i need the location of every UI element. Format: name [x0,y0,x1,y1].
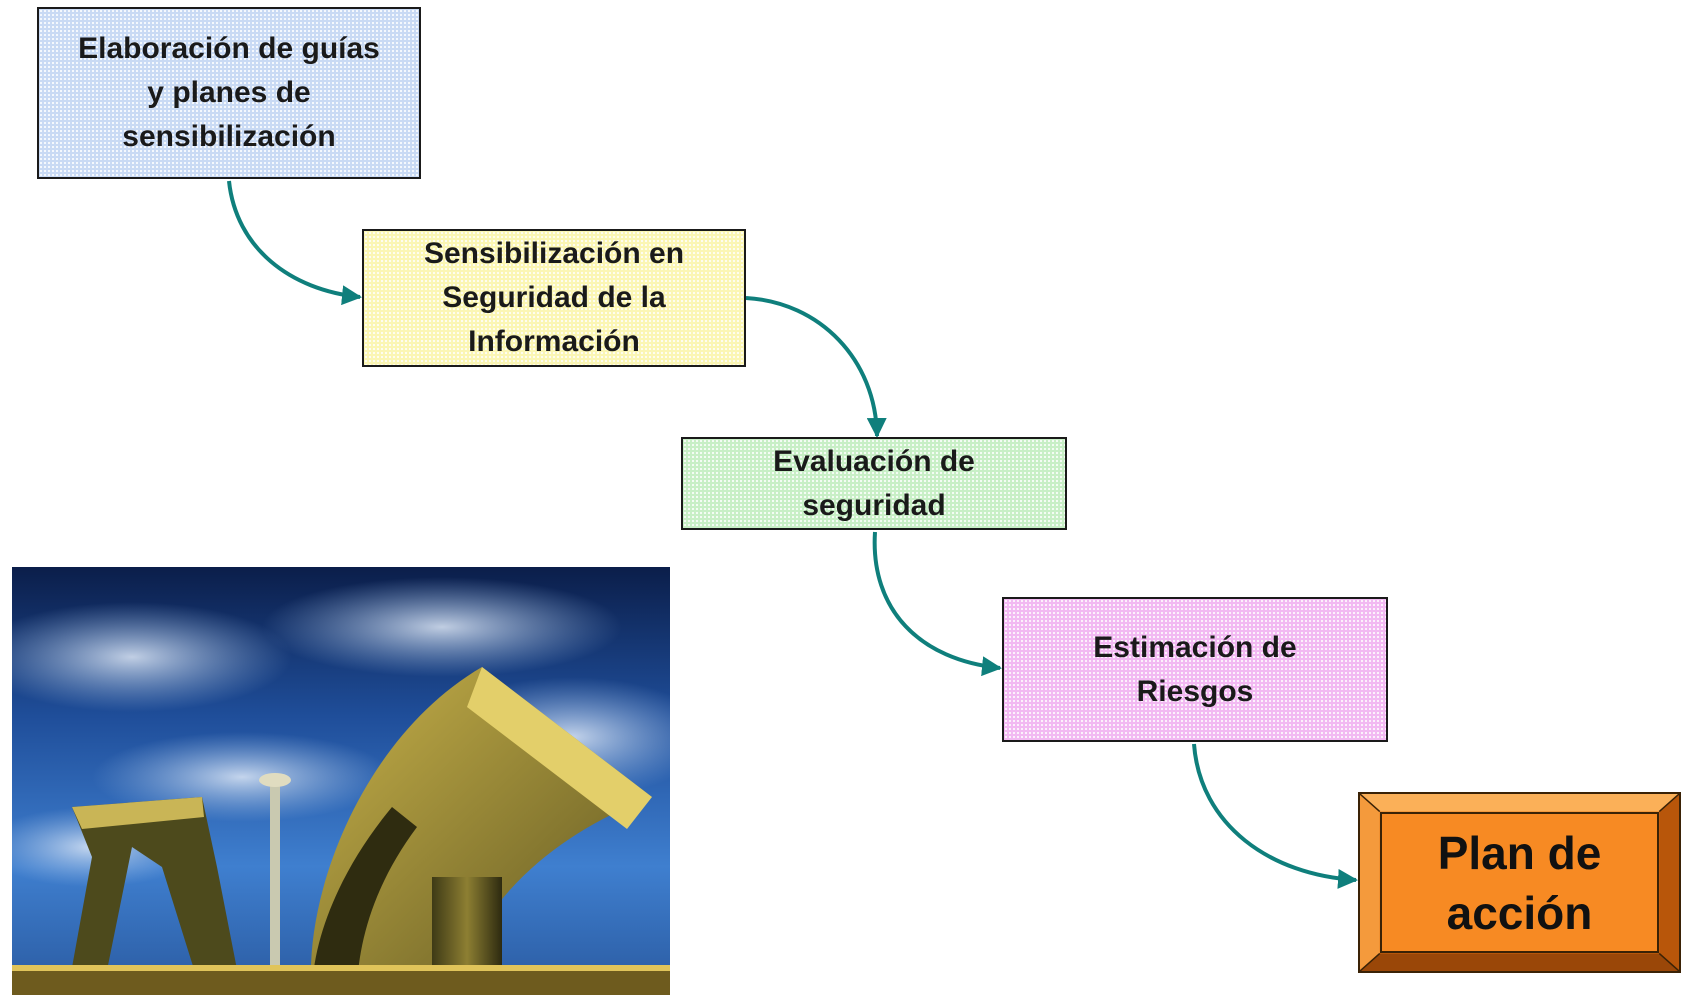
step-1-line-2: y planes de [147,76,311,109]
overpass-illustration [12,567,670,995]
bevel-frame [1360,794,1679,971]
step-2-line-3: Información [468,325,640,358]
connector-arrow-1-2 [227,180,362,306]
step-action-plan: Plan de acción [1358,792,1681,973]
step-risk-estimation: Estimación de Riesgos [1002,597,1388,742]
connector-arrow-3-4 [872,531,1002,677]
step-5-line-1: Plan de [1437,826,1602,879]
step-security-evaluation: Evaluación de seguridad [681,437,1067,530]
step-4-line-2: Riesgos [1136,674,1254,708]
step-2-line-2: Seguridad de la [442,281,666,314]
step-3-line-2: seguridad [802,488,946,522]
step-3-line-1: Evaluación de [773,444,975,478]
step-4-line-1: Estimación de [1093,630,1297,664]
step-2-line-1: Sensibilización en [423,237,685,270]
action-plan-face: Plan de acción [1380,812,1659,953]
highway-overpass-photo [12,567,670,995]
step-information-security-awareness: Sensibilización en Seguridad de la Infor… [362,229,746,367]
step-guides-and-awareness-plans: Elaboración de guías y planes de sensibi… [37,7,421,179]
step-5-line-2: acción [1446,886,1593,939]
connector-arrow-2-3 [745,296,887,438]
connector-arrow-4-5 [1192,743,1358,889]
step-1-line-3: sensibilización [122,120,336,153]
step-1-line-1: Elaboración de guías [78,32,380,65]
